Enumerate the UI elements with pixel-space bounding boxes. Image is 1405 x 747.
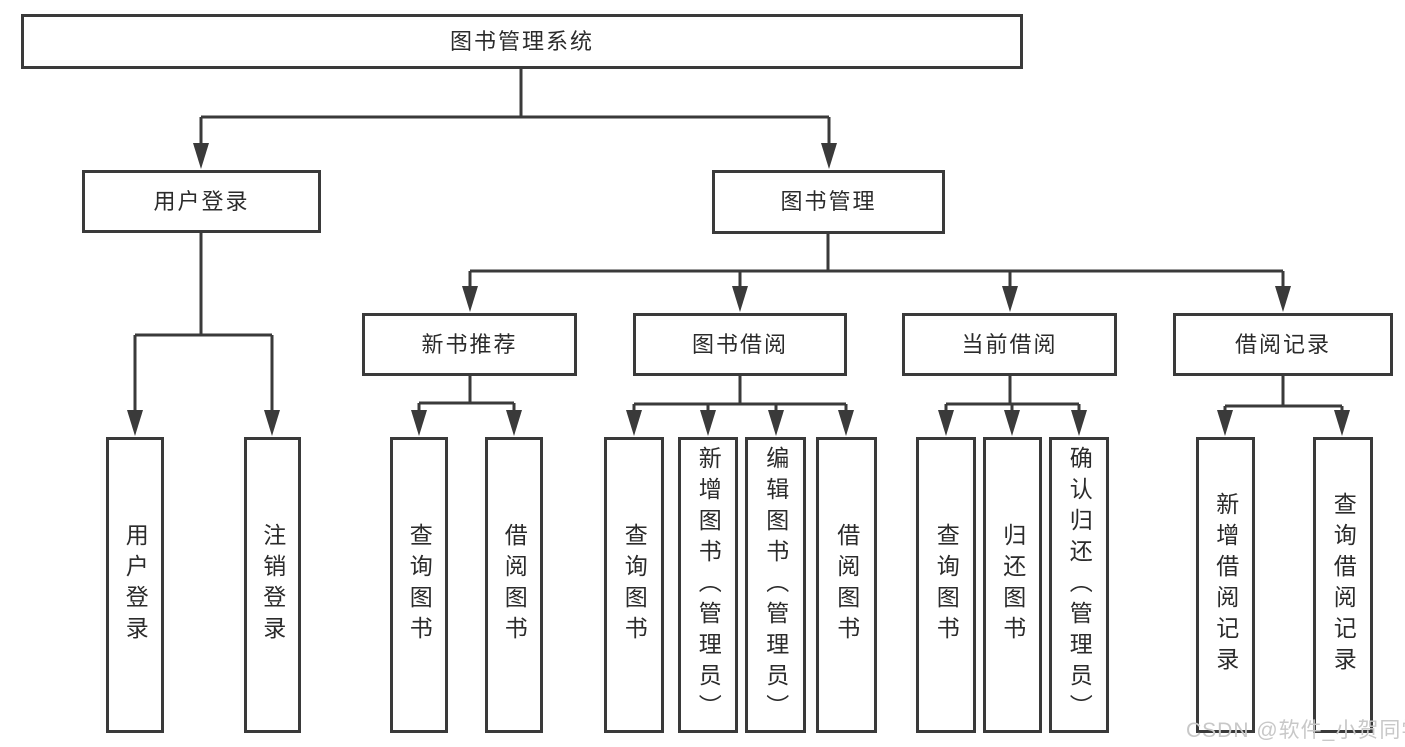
node-current-borrow: 当前借阅 [902,313,1117,376]
node-new-book-recommend: 新书推荐 [362,313,577,376]
node-label: 借阅记录 [1234,331,1331,357]
node-library-management-system: 图书管理系统 [21,14,1023,69]
leaf-user-login: 用户登录 [106,437,164,733]
node-label: 用户登录 [153,188,250,214]
leaf-logout: 注销登录 [244,437,301,733]
leaf-borrow-books-1: 借阅图书 [485,437,543,733]
leaf-borrow-books-2: 借阅图书 [816,437,877,733]
leaf-edit-books-admin: 编辑图书（管理员） [745,437,806,733]
leaf-query-books-1: 查询图书 [390,437,448,733]
arrowhead-icons [127,143,1350,436]
node-label: 当前借阅 [961,331,1058,357]
leaf-add-borrow-record: 新增借阅记录 [1196,437,1255,733]
node-label: 编辑图书（管理员） [762,445,789,725]
node-label: 图书管理 [780,189,877,214]
node-book-borrow: 图书借阅 [633,313,847,376]
leaf-confirm-return-admin: 确认归还（管理员） [1049,437,1109,733]
node-user-login-branch: 用户登录 [82,170,321,233]
node-label: 新书推荐 [421,331,518,357]
node-label: 图书管理系统 [449,28,594,54]
node-label: 查询图书 [621,523,648,647]
csdn-watermark: CSDN @软件_小贺同学 [1186,719,1405,742]
node-label: 图书借阅 [691,331,788,357]
node-label: 注销登录 [259,523,286,647]
node-borrow-records: 借阅记录 [1173,313,1393,376]
node-label: 查询图书 [406,523,433,647]
leaf-query-books-2: 查询图书 [604,437,664,733]
leaf-return-books: 归还图书 [983,437,1042,733]
node-label: 借阅图书 [833,523,860,647]
node-label: 新增借阅记录 [1212,492,1239,678]
node-label: 用户登录 [122,523,149,647]
node-label: 确认归还（管理员） [1066,445,1093,725]
leaf-query-books-3: 查询图书 [916,437,976,733]
node-label: 查询图书 [933,523,960,647]
node-label: 新增图书（管理员） [695,445,722,725]
node-label: 查询借阅记录 [1330,492,1357,678]
node-label: 归还图书 [999,523,1026,647]
leaf-add-books-admin: 新增图书（管理员） [678,437,738,733]
node-label: 借阅图书 [501,523,528,647]
leaf-query-borrow-record: 查询借阅记录 [1313,437,1373,733]
node-book-management-branch: 图书管理 [712,170,945,234]
